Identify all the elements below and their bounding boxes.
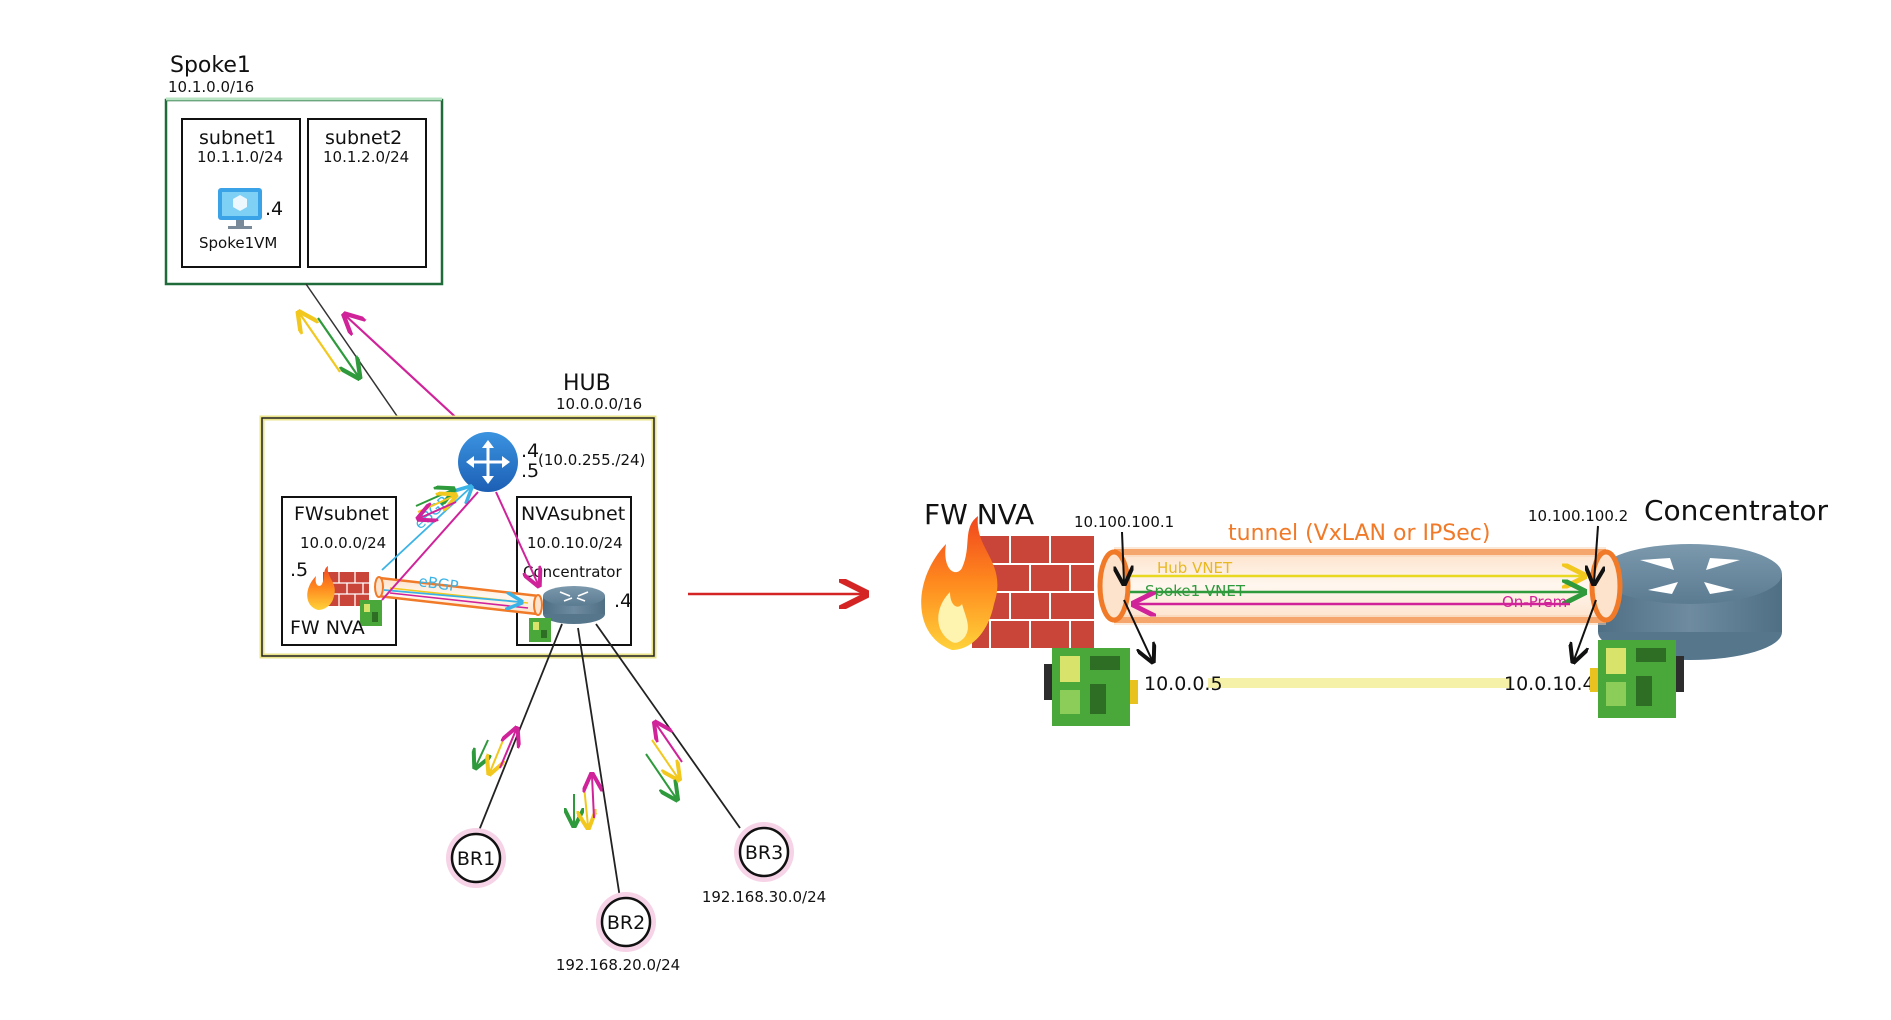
vm-monitor-icon	[218, 188, 262, 229]
br1-arrow-magenta	[499, 730, 516, 769]
br1-label: BR1	[457, 848, 495, 870]
rs-arrow-magenta	[420, 501, 457, 518]
fw-nva-title: FW NVA	[924, 498, 1034, 531]
firewall-icon	[921, 516, 1094, 650]
br2-cidr: 192.168.20.0/24	[556, 956, 680, 974]
hub-cidr: 10.0.0.0/16	[556, 395, 642, 413]
fw-ip: 10.0.0.5	[1144, 673, 1223, 695]
branch-br3: BR3 192.168.30.0/24	[702, 822, 826, 906]
fw-nva-label: FW NVA	[290, 617, 365, 639]
br3-arrow-yellow	[651, 739, 678, 778]
conc-ip-suffix: .4	[614, 590, 632, 612]
spoke1vm-ip-suffix: .4	[265, 198, 283, 220]
nic-icon-concentrator	[1590, 640, 1684, 718]
br3-arrow-magenta	[656, 724, 683, 763]
conc-ip: 10.0.10.4	[1504, 673, 1595, 695]
fw-ip-pointer	[1123, 599, 1152, 660]
hub-vnet: HUB 10.0.0.0/16 .4 .5 (10.0.255./24) FWs…	[259, 371, 657, 659]
spoke1-cidr: 10.1.0.0/16	[168, 78, 254, 96]
router-icon	[1598, 544, 1782, 660]
spoke1-vnet: Spoke1 10.1.0.0/16 subnet1 10.1.1.0/24 .…	[164, 53, 444, 286]
nic-small-icon-fw	[360, 600, 382, 626]
underlay-link	[1208, 678, 1510, 688]
peering-link	[305, 283, 398, 417]
fw-tunnel-ip-pointer	[1122, 531, 1124, 582]
flow-arrow-yellow	[300, 314, 341, 373]
subnet1-title: subnet1	[199, 127, 276, 149]
rs-suffix-1: .4	[521, 440, 539, 462]
rs-subnet: (10.0.255./24)	[538, 451, 645, 469]
nvasubnet-title: NVAsubnet	[521, 503, 625, 525]
nvasubnet-cidr: 10.0.10.0/24	[527, 534, 623, 552]
flow-hub-vnet-label: Hub VNET	[1157, 559, 1233, 577]
fw-ip-suffix: .5	[290, 559, 308, 581]
br1-arrow-green	[476, 739, 488, 766]
br2-label: BR2	[607, 912, 645, 934]
br1-arrow-yellow	[490, 737, 504, 772]
concentrator-label-small: Concentrator	[523, 563, 622, 581]
br2-link	[577, 627, 621, 899]
route-server-icon	[458, 432, 518, 492]
subnet2-box	[307, 118, 427, 268]
br3-cidr: 192.168.30.0/24	[702, 888, 826, 906]
branch-br1: BR1	[446, 828, 506, 888]
spoke1-title: Spoke1	[170, 53, 251, 78]
detail-view: FW NVA Concentrator	[921, 494, 1829, 726]
tunnel	[1097, 547, 1623, 625]
br2-arrow-magenta	[592, 776, 594, 819]
br3-link	[595, 623, 741, 829]
nic-icon-fw	[1044, 648, 1138, 726]
spoke1vm-label: Spoke1VM	[199, 234, 277, 252]
rs-suffix-2: .5	[521, 460, 539, 482]
br2-arrow-yellow	[584, 785, 588, 826]
subnet2-title: subnet2	[325, 127, 402, 149]
br3-arrow-green	[645, 753, 676, 798]
tunnel-label: tunnel (VxLAN or IPSec)	[1228, 521, 1490, 546]
nic-small-icon-nva	[529, 618, 551, 642]
branch-links	[476, 623, 741, 899]
hub-title: HUB	[563, 371, 611, 396]
conc-ip-pointer	[1574, 599, 1597, 660]
flow-on-prem-label: On-Prem	[1502, 593, 1567, 611]
fwsubnet-cidr: 10.0.0.0/24	[300, 534, 386, 552]
fwsubnet-title: FWsubnet	[294, 503, 389, 525]
flow-spoke1-vnet-label: Spoke1 VNET	[1145, 582, 1246, 600]
fw-tunnel-ip: 10.100.100.1	[1074, 513, 1174, 531]
br3-label: BR3	[745, 842, 783, 864]
firewall-small-icon	[307, 566, 369, 610]
branch-br2: BR2 192.168.20.0/24	[556, 892, 680, 974]
flow-arrow-green	[317, 317, 358, 376]
rs-to-conc-arrow	[495, 491, 538, 584]
rs-to-fw-line	[381, 491, 479, 601]
subnet2-cidr: 10.1.2.0/24	[323, 148, 409, 166]
concentrator-title: Concentrator	[1644, 494, 1829, 527]
ebgp-link-2	[383, 589, 520, 602]
ebgp-label-2: eBGP	[417, 572, 459, 595]
conc-tunnel-ip-pointer	[1594, 525, 1598, 582]
conc-tunnel-ip: 10.100.100.2	[1528, 507, 1628, 525]
subnet1-cidr: 10.1.1.0/24	[197, 148, 283, 166]
router-small-icon	[543, 586, 605, 624]
